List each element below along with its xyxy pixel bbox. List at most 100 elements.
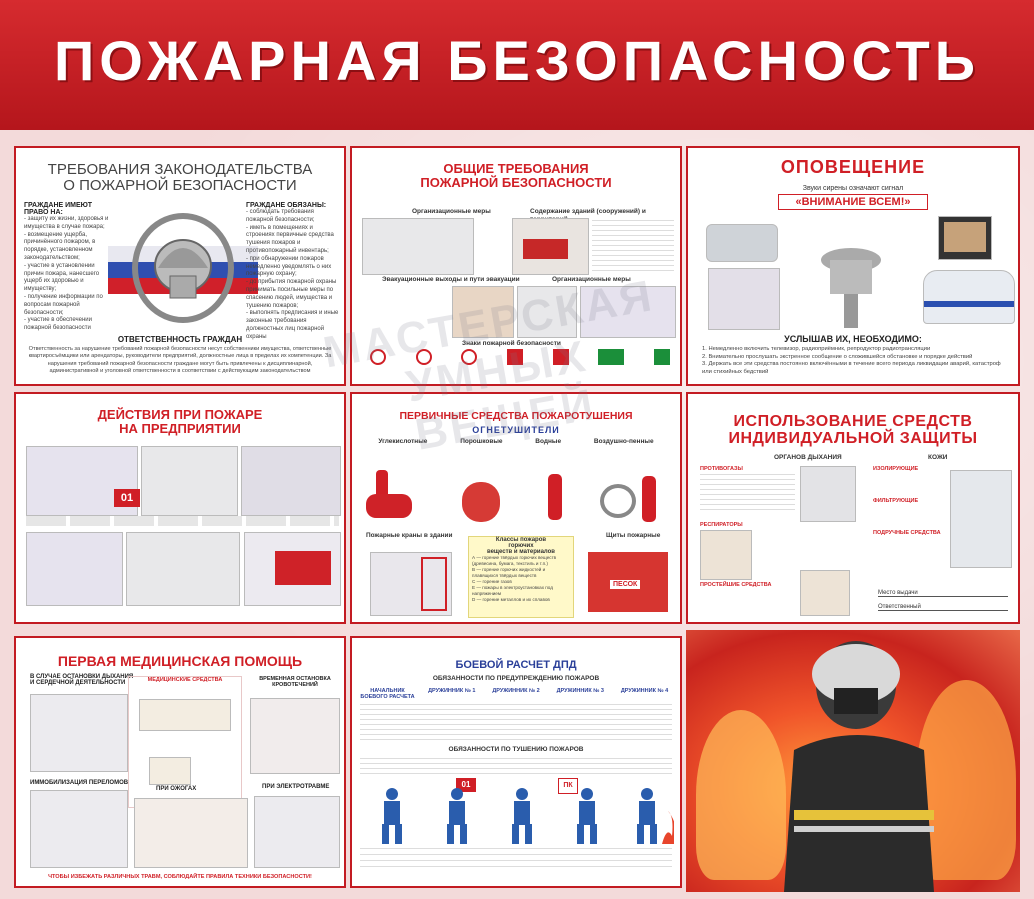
section-signs: Знаки пожарной безопасности (462, 340, 561, 347)
poster-title: ПОЖАРНАЯ БЕЗОПАСНОСТЬ (54, 29, 980, 92)
classes-heading-3: веществ и материалов (486, 549, 555, 555)
bandage-icon (149, 757, 191, 785)
siren-text: Звуки сирены означают сигнал (802, 185, 904, 192)
right-item: - получение информации по вопросам пожар… (24, 293, 103, 316)
crew-member-4: ДРУЖИННИК № 4 (620, 688, 669, 694)
title-line-1: ИСПОЛЬЗОВАНИЕ СРЕДСТВ (733, 413, 973, 430)
title-line-1: ТРЕБОВАНИЯ ЗАКОНОДАТЕЛЬСТВА (47, 161, 313, 178)
type-powder: Порошковые (460, 438, 503, 445)
emergency-number-badge: 01 (114, 489, 140, 507)
electrotrauma-heading: ПРИ ЭЛЕКТРОТРАВМЕ (262, 784, 330, 790)
illustration-burns (134, 798, 248, 868)
illustration-electrotrauma (254, 796, 340, 868)
prevention-duties-text (360, 704, 672, 744)
classes-heading-2: горючих (508, 543, 534, 549)
safety-signs-row (370, 349, 670, 367)
illustration-fire-truck (512, 218, 589, 275)
illustration-fire-engine (244, 532, 341, 606)
citizens-duties: ГРАЖДАНЕ ОБЯЗАНЫ: - соблюдать требования… (246, 202, 342, 342)
illustration-evacuation (141, 446, 238, 516)
fire-class-item: D — горение металлов и их сплавов (472, 596, 550, 602)
right-item: - защиту их жизни, здоровья и имущества … (24, 216, 109, 230)
protective-suit-icon (950, 470, 1012, 568)
resuscitation-line-1: В СЛУЧАЕ ОСТАНОВКИ ДЫХАНИЯ (30, 674, 134, 680)
radio-icon (706, 224, 778, 262)
bleeding-line-1: ВРЕМЕННАЯ ОСТАНОВКА (259, 676, 331, 682)
police-car-icon (923, 270, 1015, 324)
citizens-rights: ГРАЖДАНЕ ИМЕЮТ ПРАВО НА: - защиту их жиз… (24, 202, 112, 333)
no-smoking-sign-icon (415, 349, 432, 365)
type-co2: Углекислотные (378, 438, 428, 445)
right-item: - возмещение ущерба, причинённого пожаро… (24, 231, 96, 261)
panel-first-aid-title: ПЕРВАЯ МЕДИЦИНСКАЯ ПОМОЩЬ (57, 653, 303, 669)
issue-place-label: Место выдачи (878, 590, 918, 596)
illustration-control-panel (241, 446, 341, 516)
duty-item: - иметь в помещениях и строениях первичн… (246, 224, 334, 254)
instructions-heading: УСЛЫШАВ ИХ, НЕОБХОДИМО: (784, 334, 922, 344)
illustration-hose (126, 532, 240, 606)
fire-cranes-label: Пожарные краны в здании (366, 532, 453, 539)
medicine-icon (139, 699, 231, 731)
no-water-sign-icon (461, 349, 478, 365)
panel-actions-title: ДЕЙСТВИЯ ПРИ ПОЖАРЕ НА ПРЕДПРИЯТИИ (16, 408, 344, 435)
panel-alert: ОПОВЕЩЕНИЕ Звуки сирены означают сигнал … (686, 146, 1020, 386)
duty-item: - соблюдать требования пожарной безопасн… (246, 209, 315, 223)
fire-hydrant-label: ПК (558, 778, 578, 794)
respirator-icon (700, 530, 752, 580)
extinguishing-duties-text (360, 758, 672, 776)
skin-heading: КОЖИ (928, 454, 948, 461)
resuscitation-heading: В СЛУЧАЕ ОСТАНОВКИ ДЫХАНИЯ И СЕРДЕЧНОЙ Д… (30, 674, 133, 686)
medical-kit-box: МЕДИЦИНСКИЕ СРЕДСТВА (128, 676, 242, 808)
panel-actions-fire: ДЕЙСТВИЯ ПРИ ПОЖАРЕ НА ПРЕДПРИЯТИИ 01 (14, 392, 346, 624)
bleeding-line-2: КРОВОТЕЧЕНИЙ (272, 682, 318, 688)
type-foam: Воздушно-пенные (593, 438, 654, 445)
instruction-item: 3. Держать все эти средства постоянно вк… (702, 361, 1001, 375)
buildings-text (592, 220, 674, 272)
simple-means-label: ПРОСТЕЙШИЕ СРЕДСТВА (700, 582, 772, 588)
first-aid-footer: ЧТОБЫ ИЗБЕЖАТЬ РАЗЛИЧНЫХ ТРАВМ, СОБЛЮДАЙ… (48, 874, 312, 880)
crew-member-2: ДРУЖИННИК № 2 (492, 688, 540, 694)
title-line-1: ОБЩИЕ ТРЕБОВАНИЯ (443, 161, 589, 176)
illustration-fire-cabinet (370, 552, 452, 616)
improvised-label: ПОДРУЧНЫЕ СРЕДСТВА (873, 530, 941, 536)
prevention-heading: ОБЯЗАННОСТИ ПО ПРЕДУПРЕЖДЕНИЮ ПОЖАРОВ (432, 675, 600, 682)
siren-icon (821, 248, 881, 328)
crew-member-1: ДРУЖИННИК № 1 (428, 688, 476, 694)
illustration-splint (30, 790, 128, 868)
title-line-1: ДЕЙСТВИЯ ПРИ ПОЖАРЕ (97, 407, 263, 422)
panel-legislation: ТРЕБОВАНИЯ ЗАКОНОДАТЕЛЬСТВА О ПОЖАРНОЙ Б… (14, 146, 346, 386)
fire-class-item: Е — пожары в электроустановках под напря… (472, 584, 553, 596)
panel-primary-extinguishing: ПЕРВИЧНЫЕ СРЕДСТВА ПОЖАРОТУШЕНИЯ ОГНЕТУШ… (350, 392, 682, 624)
water-extinguisher-icon (548, 474, 562, 520)
issue-place-field: Место выдачи (878, 590, 1008, 597)
signature-lines (360, 848, 672, 868)
flame-shape (916, 680, 1016, 880)
fire-hose-sign-icon (552, 349, 569, 365)
panel-legislation-title: ТРЕБОВАНИЯ ЗАКОНОДАТЕЛЬСТВА О ПОЖАРНОЙ Б… (16, 162, 344, 194)
panel-combat-crew: БОЕВОЙ РАСЧЕТ ДПД ОБЯЗАННОСТИ ПО ПРЕДУПР… (350, 636, 682, 888)
fire-classes-table: Классы пожаров горючих веществ и материа… (468, 536, 574, 618)
instruction-item: 1. Немедленно включить телевизор, радиоп… (702, 346, 931, 352)
responsibility-heading: ОТВЕТСТВЕННОСТЬ ГРАЖДАН (117, 335, 243, 344)
fractures-heading: ИММОБИЛИЗАЦИЯ ПЕРЕЛОМОВ (30, 780, 129, 786)
responsible-field: Ответственный (878, 604, 1008, 611)
gas-mask-icon (800, 466, 856, 522)
burns-heading: ПРИ ОЖОГАХ (156, 786, 197, 792)
panel-general-requirements: ОБЩИЕ ТРЕБОВАНИЯ ПОЖАРНОЙ БЕЗОПАСНОСТИ О… (350, 146, 682, 386)
cloth-mask-icon (800, 570, 850, 616)
right-item: - участие в установлении причин пожара, … (24, 262, 100, 293)
panel-ppe-title: ИСПОЛЬЗОВАНИЕ СРЕДСТВ ИНДИВИДУАЛЬНОЙ ЗАЩ… (688, 413, 1018, 448)
gas-masks-text (700, 474, 795, 514)
flame-shape (696, 710, 786, 880)
title-line-2: ИНДИВИДУАЛЬНОЙ ЗАЩИТЫ (728, 429, 978, 447)
firefighter-silhouette-icon (784, 641, 934, 892)
illustration-welding (580, 286, 676, 338)
respiratory-heading: ОРГАНОВ ДЫХАНИЯ (774, 454, 842, 461)
isolating-label: ИЗОЛИРУЮЩИЕ (873, 466, 919, 472)
extinguishing-heading: ОБЯЗАННОСТИ ПО ТУШЕНИЮ ПОЖАРОВ (448, 746, 584, 753)
illustration-office (362, 218, 474, 275)
illustration-phone-woman (708, 268, 780, 330)
fire-class-item: С — горение газов (472, 578, 512, 584)
fire-extinguisher-sign-icon (506, 349, 523, 365)
